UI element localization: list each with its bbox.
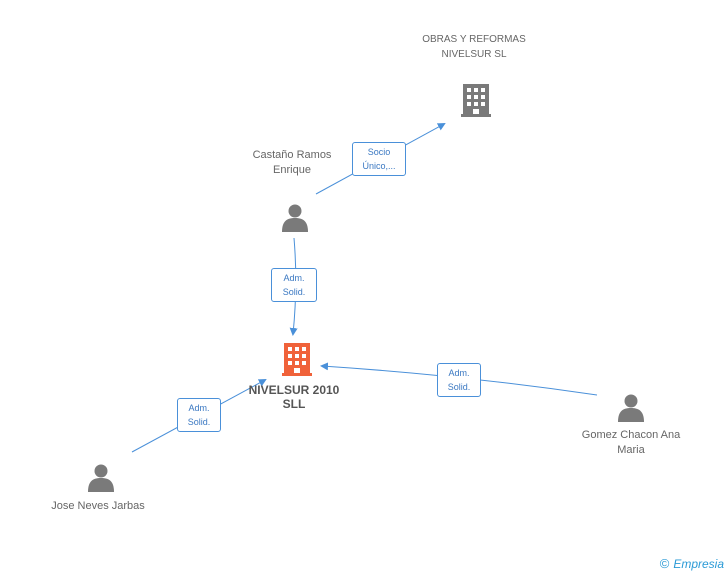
person-icon (618, 394, 644, 422)
node-label-castano[interactable]: Castaño Ramos Enrique (252, 149, 332, 176)
edge-label-adm-jose[interactable]: Adm. Solid. (177, 398, 221, 432)
copyright-symbol: © (659, 556, 670, 571)
edge-label-socio[interactable]: Socio Único,... (352, 142, 406, 176)
edge-label-adm-castano[interactable]: Adm. Solid. (271, 268, 317, 302)
node-label-gomez[interactable]: Gomez Chacon Ana Maria (581, 429, 681, 456)
node-label-obras[interactable]: OBRAS Y REFORMAS NIVELSUR SL (422, 34, 526, 60)
edge-label-adm-gomez[interactable]: Adm. Solid. (437, 363, 481, 397)
node-label-nivelsur[interactable]: NIVELSUR 2010 SLL (248, 383, 340, 411)
building-icon (461, 84, 491, 117)
building-main-icon (282, 343, 312, 376)
footer-brand: ©Empresia (660, 556, 724, 571)
node-label-jose[interactable]: Jose Neves Jarbas (51, 500, 145, 512)
person-icon (88, 464, 114, 492)
person-icon (282, 204, 308, 232)
brand-name[interactable]: Empresia (673, 557, 724, 571)
